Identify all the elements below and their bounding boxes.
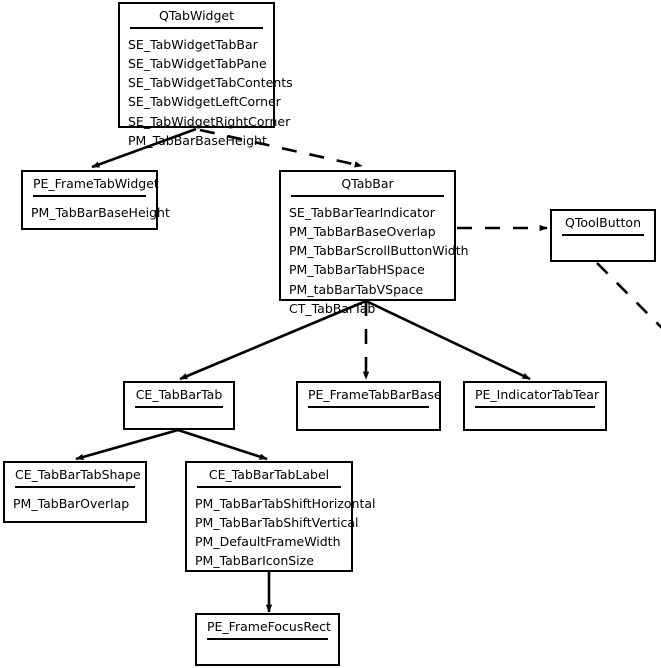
node-title: PE_FrameFocusRect — [207, 619, 331, 634]
node-title: QTabWidget — [158, 8, 235, 23]
title-rule — [135, 405, 223, 408]
node-qtabwidget[interactable]: QTabWidget SE_TabWidgetTabBar SE_TabWidg… — [118, 2, 293, 148]
node-item: PM_TabBarBaseOverlap — [289, 223, 436, 239]
title-rule — [308, 405, 429, 408]
node-title: CE_TabBarTabLabel — [208, 467, 330, 482]
title-rule — [33, 194, 146, 197]
node-title: QToolButton — [565, 215, 641, 230]
node-item: PM_tabBarTabVSpace — [289, 281, 424, 297]
node-item: SE_TabBarTearIndicator — [289, 204, 435, 220]
title-rule — [207, 637, 328, 640]
node-qtoolbutton[interactable]: QToolButton — [550, 209, 656, 262]
node-item: SE_TabWidgetTabPane — [128, 55, 267, 71]
title-rule — [475, 405, 595, 408]
node-item: PM_TabBarOverlap — [13, 495, 130, 511]
node-title: QTabBar — [341, 176, 394, 191]
node-title: PE_IndicatorTabTear — [475, 387, 600, 402]
node-pe-framefocusrect[interactable]: PE_FrameFocusRect — [195, 613, 340, 666]
node-item: SE_TabWidgetLeftCorner — [128, 94, 281, 110]
title-rule — [562, 233, 644, 236]
title-rule — [130, 26, 263, 29]
edge-ce-tabbartab-to-ce-tabbartablabel — [177, 428, 268, 461]
node-ce-tabbartablabel[interactable]: CE_TabBarTabLabel PM_TabBarTabShiftHoriz… — [185, 461, 376, 572]
node-item: SE_TabWidgetRightCorner — [128, 113, 291, 129]
title-rule — [291, 194, 444, 197]
node-items: PM_TabBarTabShiftHorizontal PM_TabBarTab… — [187, 488, 376, 576]
node-title: PE_FrameTabWidget — [33, 176, 159, 191]
node-item: PM_TabBarTabShiftVertical — [195, 514, 359, 530]
node-item: PM_TabBarBaseHeight — [31, 204, 170, 220]
title-rule — [15, 485, 135, 488]
node-title: PE_FrameTabBarBase — [308, 387, 442, 402]
node-items: PM_TabBarBaseHeight — [23, 197, 170, 227]
title-rule — [197, 485, 341, 488]
node-ce-tabbartab[interactable]: CE_TabBarTab — [123, 381, 235, 430]
edge-qtoolbutton-to-offscreen — [596, 262, 661, 329]
node-pe-frametabbarbase[interactable]: PE_FrameTabBarBase — [296, 381, 442, 431]
node-item: CT_TabBarTab — [289, 300, 376, 316]
node-item: PM_DefaultFrameWidth — [195, 534, 341, 550]
node-pe-indicatortabtear[interactable]: PE_IndicatorTabTear — [463, 381, 607, 431]
node-items: SE_TabBarTearIndicator PM_TabBarBaseOver… — [281, 197, 469, 324]
node-ce-tabbartabshape[interactable]: CE_TabBarTabShape PM_TabBarOverlap — [3, 461, 147, 523]
node-item: PM_TabBarScrollButtonWidth — [289, 243, 469, 259]
node-item: PM_TabBarBaseHeight — [128, 132, 267, 148]
node-item: SE_TabWidgetTabBar — [128, 36, 258, 52]
node-item: PM_TabBarIconSize — [195, 553, 314, 569]
node-pe-frametabwidget[interactable]: PE_FrameTabWidget PM_TabBarBaseHeight — [21, 170, 170, 230]
edge-ce-tabbartab-to-ce-tabbartabshape — [75, 428, 179, 461]
node-items: SE_TabWidgetTabBar SE_TabWidgetTabPane S… — [120, 29, 293, 156]
node-item: PM_TabBarTabShiftHorizontal — [195, 495, 376, 511]
node-item: PM_TabBarTabHSpace — [289, 262, 425, 278]
node-title: CE_TabBarTab — [135, 387, 223, 402]
node-qtabbar[interactable]: QTabBar SE_TabBarTearIndicator PM_TabBar… — [279, 170, 469, 316]
node-title: CE_TabBarTabShape — [15, 467, 141, 482]
node-items: PM_TabBarOverlap — [5, 488, 145, 518]
node-item: SE_TabWidgetTabContents — [128, 75, 293, 91]
